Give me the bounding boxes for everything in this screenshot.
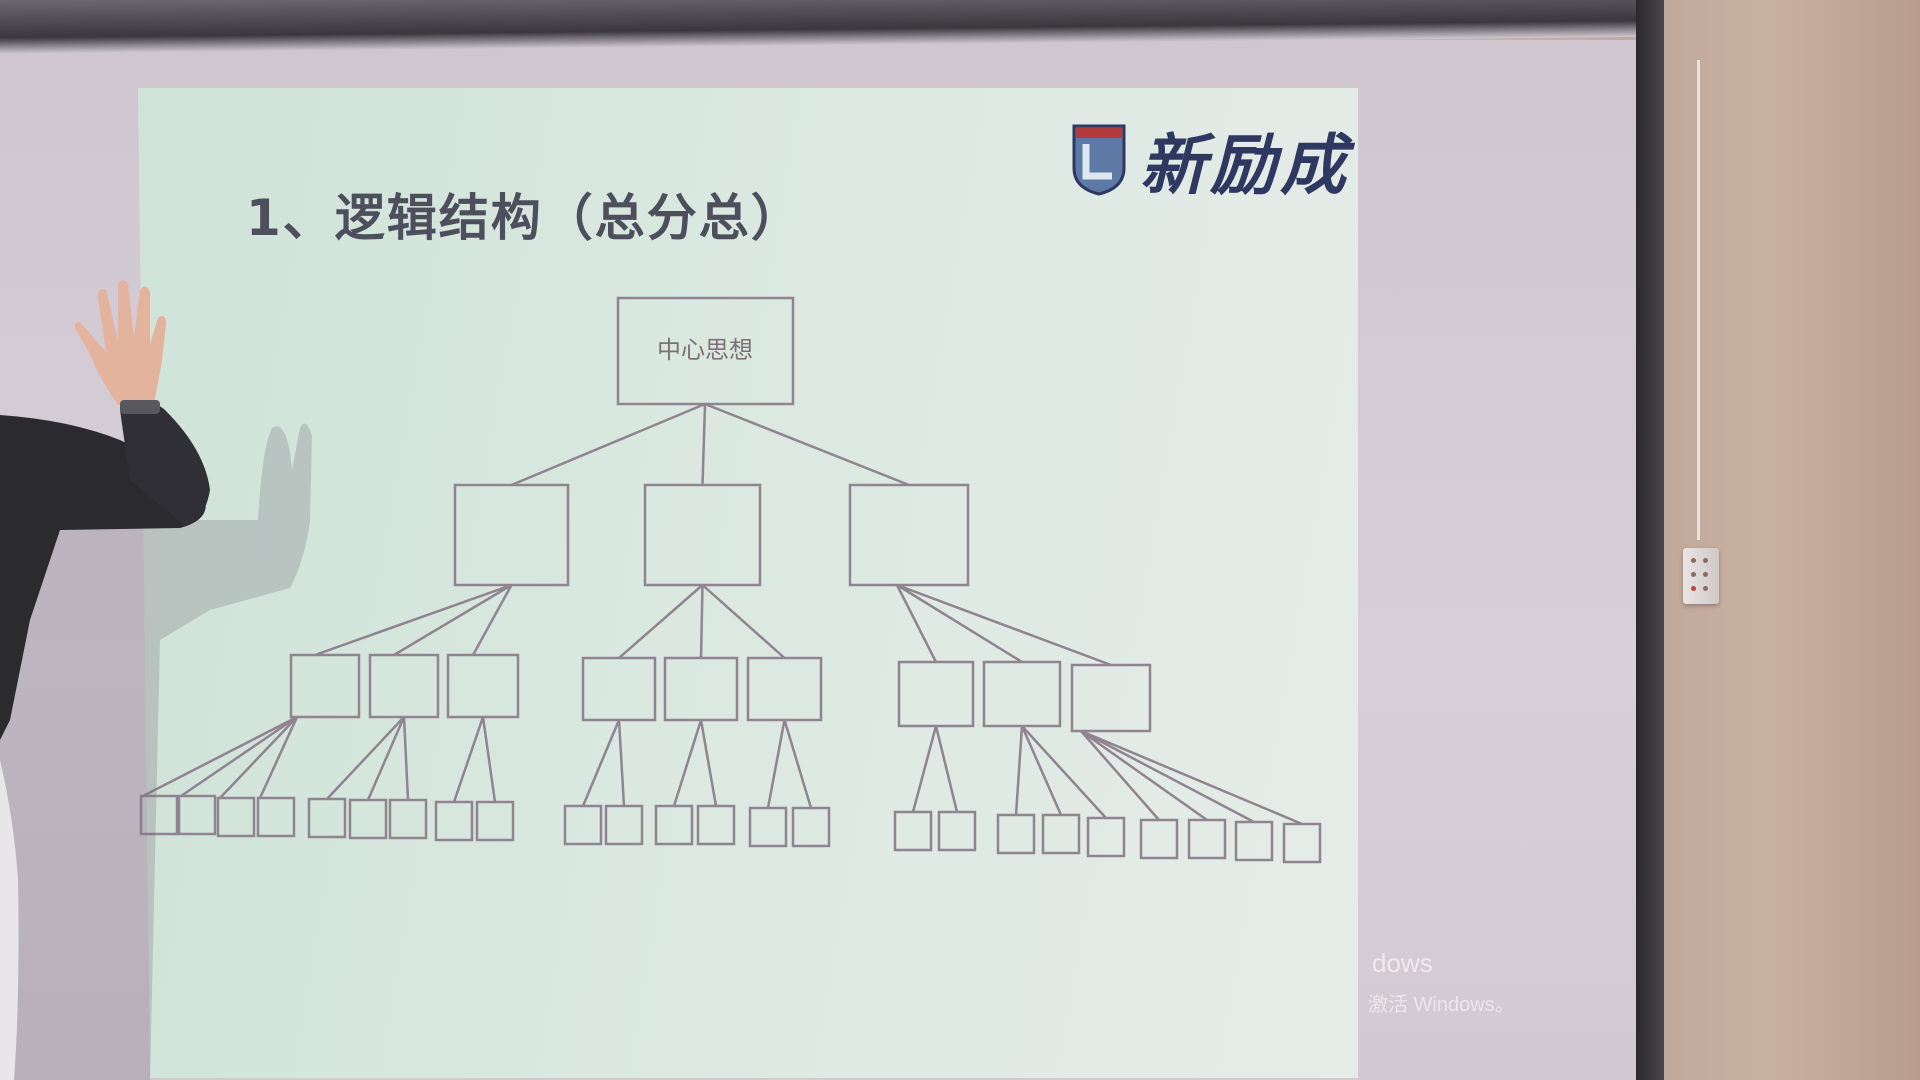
level3-box bbox=[1139, 818, 1179, 860]
level3-box bbox=[1041, 813, 1081, 855]
tree-connector bbox=[1021, 725, 1107, 819]
level3-box bbox=[748, 806, 788, 848]
tree-connector bbox=[934, 725, 959, 813]
tree-connector bbox=[699, 584, 704, 659]
level3-box bbox=[348, 798, 388, 840]
level3-box bbox=[1086, 816, 1126, 858]
tree-connector bbox=[701, 403, 707, 486]
presenter-watch bbox=[120, 400, 160, 414]
hand-shadow bbox=[0, 423, 312, 1080]
tree-connector bbox=[704, 402, 910, 487]
presenter-sleeve bbox=[0, 760, 19, 1080]
level3-box bbox=[604, 804, 644, 846]
tree-connector bbox=[617, 719, 626, 807]
level3-box bbox=[937, 810, 977, 852]
tree-connector bbox=[1014, 725, 1024, 816]
tree-connector bbox=[180, 715, 298, 798]
level3-box bbox=[696, 804, 736, 846]
level2-box bbox=[289, 653, 361, 719]
tree-connector bbox=[1080, 730, 1160, 821]
tree-connector bbox=[326, 716, 405, 800]
level1-box bbox=[848, 483, 970, 587]
tree-connector bbox=[672, 719, 703, 807]
level1-box bbox=[453, 483, 570, 587]
level3-box bbox=[388, 798, 428, 840]
level3-box bbox=[177, 794, 217, 836]
level3-box bbox=[893, 810, 933, 852]
tree-connector bbox=[701, 584, 786, 659]
tree-connector bbox=[511, 402, 706, 487]
tree-connector bbox=[896, 583, 1112, 667]
tree-connector bbox=[1080, 729, 1255, 824]
tree-connector bbox=[142, 715, 298, 798]
root-box bbox=[616, 296, 795, 406]
tree-connector bbox=[481, 716, 497, 803]
level3-box bbox=[791, 806, 831, 848]
slide-title: 1、逻辑结构（总分总） bbox=[246, 189, 803, 247]
tree-connector bbox=[314, 583, 512, 657]
level2-box bbox=[897, 660, 975, 728]
presenter-arm bbox=[120, 403, 210, 526]
level2-box bbox=[746, 656, 823, 722]
shield-logo-icon bbox=[1072, 124, 1126, 196]
tree-connector bbox=[1080, 729, 1208, 822]
tree-connector bbox=[258, 716, 299, 799]
tree-connector bbox=[1080, 729, 1303, 826]
level2-box bbox=[663, 656, 739, 722]
root-box-label: 中心思想 bbox=[657, 336, 753, 364]
tree-connector bbox=[219, 716, 298, 799]
level2-box bbox=[581, 656, 657, 722]
wall-switch bbox=[1683, 548, 1719, 604]
level2-box bbox=[446, 653, 520, 719]
level2-box bbox=[982, 660, 1062, 728]
level2-box bbox=[1070, 663, 1152, 733]
level3-box bbox=[1234, 820, 1274, 862]
tree-connector bbox=[452, 716, 485, 803]
level3-box bbox=[216, 796, 256, 838]
level1-box bbox=[643, 483, 762, 587]
level2-box bbox=[368, 653, 440, 719]
activation-watermark-line1: dows bbox=[1372, 948, 1433, 978]
tree-connector bbox=[895, 584, 938, 663]
level3-box bbox=[256, 796, 296, 838]
level3-box bbox=[1187, 818, 1227, 860]
level3-box bbox=[434, 800, 474, 842]
level3-box bbox=[307, 797, 347, 839]
tree-connector bbox=[471, 584, 513, 656]
presenter-hand bbox=[74, 280, 166, 410]
tree-connector bbox=[783, 719, 813, 809]
tree-connector bbox=[911, 725, 938, 813]
level3-box bbox=[1282, 822, 1322, 864]
screen-right-frame bbox=[1636, 0, 1664, 1080]
level3-box bbox=[654, 804, 694, 846]
tree-connector bbox=[581, 719, 621, 807]
tree-connector bbox=[766, 719, 786, 809]
tree-connector bbox=[1020, 725, 1063, 816]
level3-box bbox=[139, 794, 179, 836]
wall bbox=[1664, 0, 1920, 1080]
logo-text: 新励成 bbox=[1140, 126, 1350, 204]
projected-slide bbox=[138, 88, 1358, 1078]
wall-cord bbox=[1697, 60, 1700, 540]
tree-connector bbox=[393, 583, 513, 657]
tree-connector bbox=[618, 584, 704, 659]
tree-connector bbox=[402, 716, 410, 801]
tree-connector bbox=[366, 716, 406, 801]
level3-box bbox=[996, 813, 1036, 855]
tree-connector bbox=[896, 583, 1023, 664]
tree-connector bbox=[699, 719, 718, 807]
level3-box bbox=[475, 800, 515, 842]
activation-watermark-line2: 激活 Windows。 bbox=[1368, 994, 1515, 1016]
level3-box bbox=[563, 804, 603, 846]
